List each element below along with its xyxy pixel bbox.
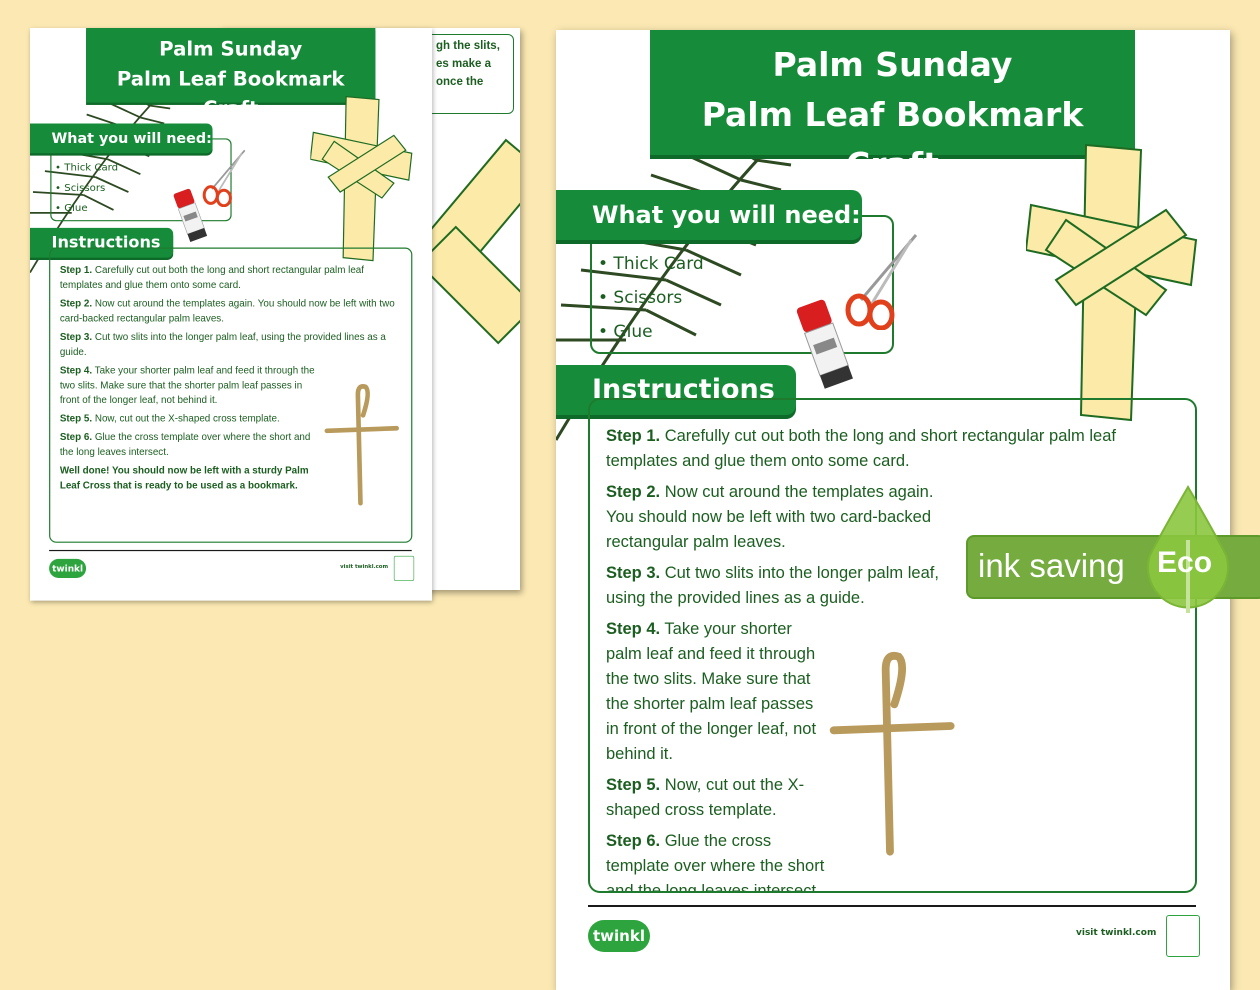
- step-text: Now cut around the templates again. You …: [59, 298, 395, 324]
- step-text: Take your shorter palm leaf and feed it …: [606, 620, 817, 763]
- quality-badge-icon: [1166, 915, 1200, 957]
- step-label: Step 2.: [59, 298, 93, 309]
- title-line-2: Palm Leaf Bookmark Craft: [116, 66, 345, 120]
- palm-cross-illustration: [310, 95, 413, 262]
- step-text: Carefully cut out both the long and shor…: [59, 264, 365, 291]
- document-title: Palm Sunday Palm Leaf Bookmark Craft: [86, 28, 376, 120]
- material-item: • Thick Card: [55, 161, 119, 174]
- eco-leaf-icon: [1147, 485, 1229, 613]
- step-1: Step 1. Carefully cut out both the long …: [606, 424, 1175, 474]
- step-3: Step 3. Cut two slits into the longer pa…: [60, 330, 399, 360]
- step-label: Step 4.: [606, 620, 661, 638]
- visit-link: visit twinkl.com: [340, 563, 389, 570]
- closing-message: Well done! You should now be left with a…: [59, 465, 309, 491]
- material-item: • Scissors: [598, 288, 683, 308]
- scissors-icon: [202, 149, 246, 207]
- step-6: Step 6. Glue the cross template over whe…: [60, 430, 399, 460]
- step-label: Step 3.: [59, 331, 93, 343]
- step-text: Carefully cut out both the long and shor…: [606, 427, 1116, 470]
- material-item: • Thick Card: [598, 254, 704, 274]
- step-2: Step 2. Now cut around the templates aga…: [60, 296, 399, 326]
- material-item: • Glue: [598, 322, 653, 342]
- step-label: Step 5.: [59, 413, 93, 425]
- materials-list: • Thick Card • Scissors • Glue: [55, 159, 118, 220]
- document-page-thumbnail: Palm Sunday Palm Leaf Bookmark Craft Wha…: [30, 28, 433, 601]
- scissors-icon: [845, 234, 918, 330]
- title-line-1: Palm Sunday: [159, 36, 303, 61]
- palm-cross-illustration: [1026, 143, 1198, 422]
- title-line-2: Palm Leaf Bookmark Craft: [701, 95, 1084, 184]
- document-page-large: Palm Sunday Palm Leaf Bookmark Craft Wha…: [556, 30, 1230, 990]
- step-4: Step 4. Take your shorter palm leaf and …: [60, 363, 399, 408]
- visit-link: visit twinkl.com: [1076, 928, 1157, 938]
- instructions-box: Step 1. Carefully cut out both the long …: [49, 247, 413, 543]
- step-label: Step 5.: [606, 776, 661, 794]
- footer-divider: [49, 549, 412, 552]
- glue-stick-icon: [173, 188, 208, 242]
- step-text: Now, cut out the X-shaped cross template…: [92, 413, 280, 425]
- eco-label: Eco: [1157, 546, 1213, 579]
- step-label: Step 4.: [59, 365, 93, 376]
- glue-stick-icon: [796, 299, 853, 389]
- back-page-text: gh the slits, es make a once the: [436, 37, 516, 91]
- step-label: Step 3.: [606, 564, 661, 582]
- materials-heading: What you will need:: [30, 123, 213, 154]
- step-label: Step 1.: [59, 264, 93, 276]
- step-text: Glue the cross template over where the s…: [59, 431, 311, 458]
- step-5: Step 5. Now, cut out the X-shaped cross …: [60, 412, 399, 427]
- back-text-line: gh the slits,: [436, 40, 500, 52]
- finished-palm-cross-photo: [829, 651, 955, 856]
- twinkl-logo: twinkl: [49, 558, 87, 578]
- material-item: • Glue: [55, 202, 88, 215]
- step-text: Take your shorter palm leaf and feed it …: [59, 365, 315, 406]
- step-1: Step 1. Carefully cut out both the long …: [60, 263, 399, 293]
- step-3: Step 3. Cut two slits into the longer pa…: [606, 561, 1175, 611]
- ink-saving-text: ink saving: [978, 547, 1125, 584]
- finished-palm-cross-photo: [324, 384, 399, 506]
- twinkl-logo: twinkl: [588, 920, 650, 952]
- document-title: Palm Sunday Palm Leaf Bookmark Craft: [650, 30, 1135, 184]
- materials-list: • Thick Card • Scissors • Glue: [598, 250, 704, 352]
- material-item: • Scissors: [55, 181, 106, 194]
- step-label: Step 1.: [606, 427, 661, 445]
- back-text-line: es make a: [436, 58, 491, 70]
- step-label: Step 2.: [606, 483, 661, 501]
- back-text-line: once the: [436, 76, 484, 88]
- title-line-1: Palm Sunday: [772, 45, 1013, 84]
- step-text: Cut two slits into the longer palm leaf,…: [59, 331, 386, 358]
- step-2: Step 2. Now cut around the templates aga…: [606, 480, 1175, 555]
- step-text: Now cut around the templates again. You …: [606, 483, 934, 551]
- closing-text: Well done! You should now be left with a…: [60, 463, 399, 493]
- quality-badge-icon: [393, 555, 415, 581]
- instructions-box: Step 1. Carefully cut out both the long …: [588, 398, 1197, 893]
- step-label: Step 6.: [606, 832, 661, 850]
- step-text: Cut two slits into the longer palm leaf,…: [606, 564, 939, 607]
- materials-heading: What you will need:: [556, 190, 862, 240]
- step-label: Step 6.: [59, 431, 93, 443]
- footer-divider: [588, 905, 1196, 907]
